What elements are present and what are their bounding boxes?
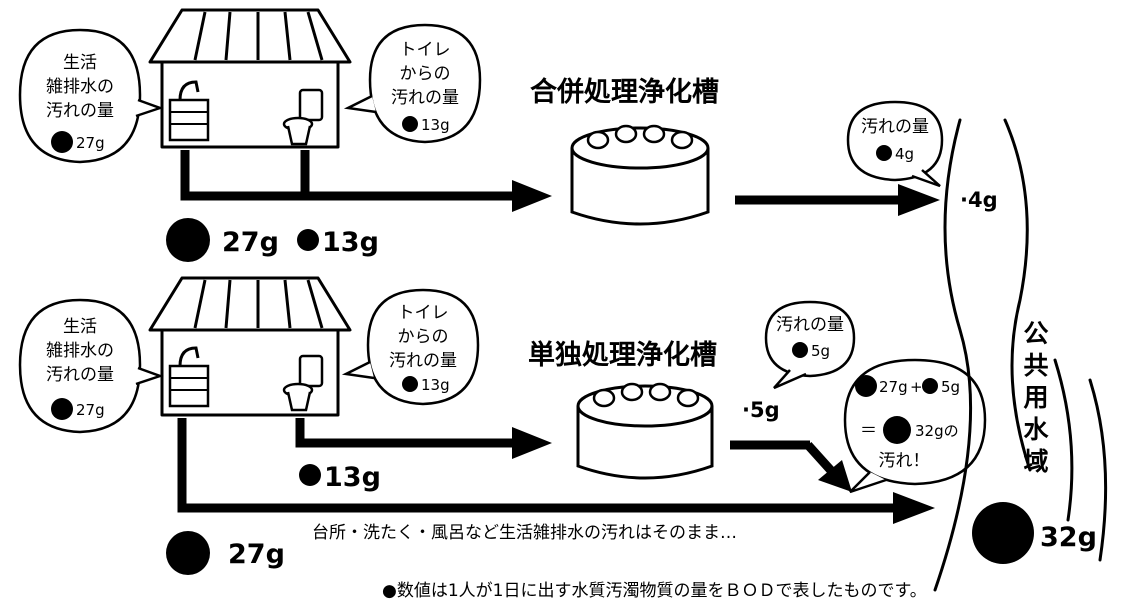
bubble-line: 汚れの量: [389, 351, 457, 371]
bubble-line: 生活: [63, 53, 97, 73]
sum-total: 32gの: [915, 422, 959, 440]
pollution-dot: [855, 375, 877, 397]
bottom-toilet-pipe: [295, 418, 520, 448]
pipe-amount-toilet: 13g: [324, 462, 381, 493]
sum-amount-a: 27g: [879, 378, 908, 396]
untreated-note: 台所・洗たく・風呂など生活雑排水の汚れはそのまま…: [312, 523, 737, 543]
pollution-dot: [51, 398, 73, 420]
bubble-line: 雑排水の: [46, 77, 114, 97]
amount-label: 13g: [421, 116, 450, 134]
top-tank-title: 合併処理浄化槽: [530, 76, 719, 108]
pipe-amount-toilet: 13g: [322, 227, 379, 258]
footnote: ●数値は1人が1日に出す水質汚濁物質の量をＢＯＤで表したものです。: [382, 581, 927, 601]
bottom-tank-title: 単独処理浄化槽: [528, 339, 717, 371]
bottom-household-bubble: 生活 雑排水の 汚れの量 27g: [18, 298, 164, 434]
top-toilet-bubble: トイレ からの 汚れの量 13g: [343, 23, 482, 144]
pollution-dot-large: [166, 218, 210, 262]
pollution-dot: [297, 229, 319, 251]
single-septic-tank: [576, 382, 714, 480]
river-label-char: 水: [1023, 415, 1049, 444]
river-label-char: 用: [1023, 383, 1048, 412]
pipe-amount-household: 27g: [222, 227, 279, 258]
sum-pollution-label: 汚れ！: [879, 451, 930, 471]
pollution-dot: [402, 376, 418, 392]
top-household-bubble: 生活 雑排水の 汚れの量 27g: [18, 28, 164, 164]
amount-label: 13g: [421, 376, 450, 394]
pollution-dot: [299, 464, 321, 486]
bubble-line: トイレ: [398, 303, 449, 323]
sink-icon: [168, 346, 210, 408]
river-label-char: 域: [1023, 447, 1048, 476]
top-output-bubble: 汚れの量 4g: [846, 100, 944, 188]
pollution-dot: [922, 378, 938, 394]
combined-septic-tank: [570, 124, 710, 226]
amount-label: 5g: [811, 342, 830, 360]
amount-label: 27g: [76, 134, 105, 152]
pollution-dot: [883, 416, 911, 444]
bottom-toilet-bubble: トイレ からの 汚れの量 13g: [341, 288, 480, 406]
bubble-line: 汚れの量: [861, 117, 929, 137]
river: [933, 118, 1108, 592]
bubble-line: トイレ: [400, 40, 451, 60]
amount-label: 27g: [76, 401, 105, 419]
bubble-line: からの: [398, 327, 449, 347]
pollution-dot-river: [972, 502, 1034, 564]
sum-plus: +: [910, 378, 923, 396]
top-pipe-branches: [180, 150, 310, 201]
bubble-line: 汚れの量: [776, 315, 844, 335]
pollution-dot: [51, 131, 73, 153]
bubble-line: 生活: [63, 317, 97, 337]
sum-bubble: 27g + 5g ＝ 32gの 汚れ！: [843, 358, 987, 494]
bottom-house: [148, 276, 352, 417]
pipe-amount-household: 27g: [228, 539, 285, 570]
bubble-line: 汚れの量: [46, 101, 114, 121]
pollution-dot-large: [166, 531, 210, 575]
bottom-output-bubble: 汚れの量 5g: [764, 300, 856, 390]
bottom-household-pipe: [177, 418, 900, 513]
sum-amount-b: 5g: [941, 378, 960, 396]
sum-equals: ＝: [860, 421, 877, 441]
bubble-line: からの: [400, 64, 451, 84]
toilet-icon: [282, 354, 324, 412]
top-house-walls: [160, 60, 340, 149]
river-label-char: 公: [1023, 319, 1048, 348]
pollution-dot: [402, 116, 418, 132]
bubble-line: 雑排水の: [46, 341, 114, 361]
bottom-output-amount: ·5g: [742, 398, 780, 422]
bubble-line: 汚れの量: [391, 88, 459, 108]
sink-icon: [168, 80, 210, 142]
toilet-icon: [282, 88, 324, 146]
bubble-line: 汚れの量: [46, 365, 114, 385]
amount-label: 4g: [895, 145, 914, 163]
bottom-house-walls: [160, 328, 340, 417]
river-total-amount: 32g: [1040, 522, 1097, 553]
pollution-dot: [792, 342, 808, 358]
pollution-dot: [876, 145, 892, 161]
top-output-amount: ·4g: [960, 188, 998, 212]
top-house: [148, 8, 352, 149]
river-label-char: 共: [1023, 351, 1048, 380]
